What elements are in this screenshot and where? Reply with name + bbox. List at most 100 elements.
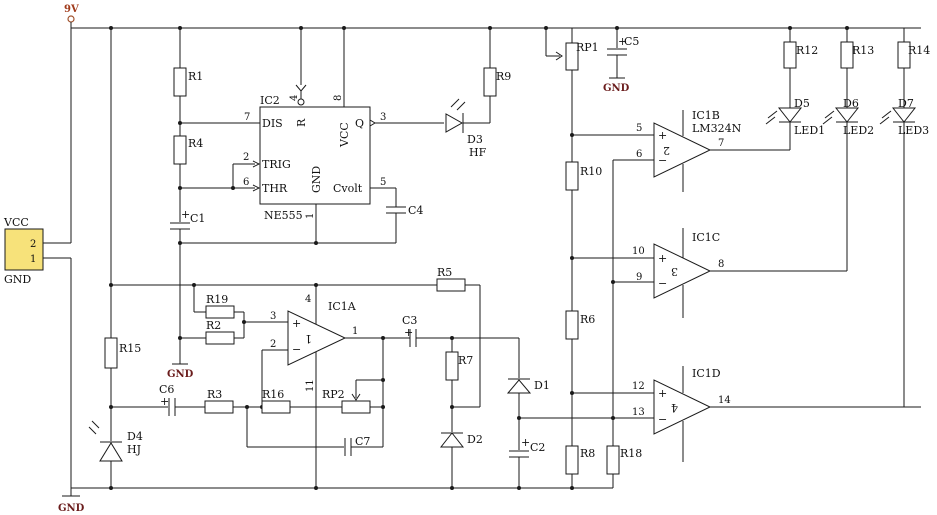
- ic1d-pin14: 14: [718, 395, 731, 406]
- ne555-pin8: 8: [333, 95, 344, 101]
- c1-label: C1: [190, 212, 205, 225]
- r10-label: R10: [580, 165, 602, 178]
- c7-label: C7: [355, 435, 370, 448]
- d6-label: D6: [843, 97, 859, 110]
- ne555-timer: IC2 DIS Q TRIG THR Cvolt NE555 R VCC GND…: [180, 28, 444, 245]
- d3-name: HF: [469, 146, 487, 159]
- gnd-label-mid: GND: [167, 369, 194, 380]
- r1-label: R1: [188, 70, 203, 83]
- op-amp-ic1b: + − 2 5 6 7 IC1B LM324N: [572, 109, 790, 192]
- ne555-q: Q: [355, 117, 364, 130]
- r6-label: R6: [580, 313, 595, 326]
- ic1a-number: 1: [305, 332, 312, 345]
- rp1-label: RP1: [576, 41, 599, 54]
- ic1c-pin9: 9: [636, 272, 642, 283]
- r18-branch: R18: [606, 160, 642, 488]
- r3-label: R3: [207, 388, 222, 401]
- ic1c-minus: −: [658, 277, 667, 290]
- ne555-body: [259, 106, 371, 205]
- d3-r9-branch: D3 HF R9: [445, 28, 511, 159]
- ic1c-pin10: 10: [632, 246, 645, 257]
- ne555-cvolt: Cvolt: [333, 182, 363, 195]
- r13-label: R13: [852, 44, 874, 57]
- ne555-pin6: 6: [243, 177, 249, 188]
- r9-label: R9: [496, 70, 511, 83]
- ic1b-pin7: 7: [718, 138, 724, 149]
- ic1d-plus: +: [658, 387, 667, 400]
- ne555-gnd: GND: [310, 166, 323, 193]
- ic1a-pin4: 4: [305, 294, 311, 305]
- vcc-value-label: 9V: [64, 4, 79, 15]
- ic1b-pin5: 5: [636, 123, 642, 134]
- r18-label: R18: [620, 447, 642, 460]
- power-connector: 2 1 VCC GND: [3, 216, 71, 286]
- gnd-label-bottom: GND: [58, 503, 85, 514]
- r10-resistor: [565, 161, 579, 191]
- c4-label: C4: [408, 204, 423, 217]
- ic1a-pin3: 3: [270, 311, 276, 322]
- r7-label: R7: [458, 354, 473, 367]
- ic1a-pin1: 1: [352, 326, 358, 337]
- connector-pin-2: 2: [30, 239, 36, 250]
- ic1b-number: 2: [663, 144, 670, 157]
- ne555-r: R: [295, 118, 308, 127]
- ne555-pin5: 5: [380, 177, 386, 188]
- ic1a-ref: IC1A: [328, 300, 357, 313]
- ic1c-number: 3: [671, 265, 678, 278]
- ic1b-ref: IC1B: [692, 109, 720, 122]
- gnd-label-c5: GND: [603, 83, 630, 94]
- r8-label: R8: [580, 447, 595, 460]
- d7-label: D7: [898, 97, 914, 110]
- ic1a-minus: −: [292, 343, 301, 356]
- led3-label: LED3: [898, 124, 929, 137]
- r18-resistor: [606, 445, 620, 475]
- ic1a-plus: +: [292, 317, 301, 330]
- ic1b-plus: +: [658, 129, 667, 142]
- ic1c-ref: IC1C: [692, 231, 720, 244]
- r4-resistor: [173, 135, 187, 165]
- rp2-pot: [341, 400, 371, 414]
- r1-r4-c1-branch: GND R1 R4 C1 +: [167, 28, 205, 380]
- ic1d-number: 4: [671, 401, 678, 414]
- r16-label: R16: [262, 388, 284, 401]
- connector-gnd-label: GND: [4, 273, 31, 286]
- d2-label: D2: [467, 433, 483, 446]
- c2-plus: +: [521, 436, 530, 449]
- ic1d-minus: −: [658, 413, 667, 426]
- r8-resistor: [565, 445, 579, 475]
- r5-resistor: [436, 278, 466, 292]
- d1-label: D1: [534, 379, 550, 392]
- ic1b-part: LM324N: [692, 122, 742, 135]
- d4-label: D4: [127, 430, 143, 443]
- ne555-pin1: 1: [305, 213, 316, 219]
- r14-label: R14: [908, 44, 930, 57]
- connector-vcc-label: VCC: [3, 216, 29, 229]
- ne555-trig: TRIG: [262, 158, 291, 171]
- c2-label: C2: [530, 441, 545, 454]
- r4-label: R4: [188, 137, 203, 150]
- ic1b-pin6: 6: [636, 149, 642, 160]
- led1-label: LED1: [794, 124, 825, 137]
- ic1b-minus: −: [658, 154, 667, 167]
- c6-label: C6: [159, 383, 174, 396]
- r2-label: R2: [206, 319, 221, 332]
- detector-section: R7 D2 D1 C2 +: [439, 338, 550, 488]
- ne555-part: NE555: [264, 209, 303, 222]
- op-amp-ic1c: + − 3 10 9 8 IC1C: [572, 228, 847, 318]
- r5-label: R5: [437, 266, 452, 279]
- ic1c-pin8: 8: [718, 259, 724, 270]
- gnd-rail: GND: [58, 258, 613, 514]
- c6-plus: +: [160, 395, 169, 408]
- c3-plus: +: [404, 326, 413, 339]
- ne555-thr: THR: [262, 182, 288, 195]
- r12-resistor: [783, 41, 797, 69]
- vcc-terminal: [67, 15, 75, 23]
- amplifier-section: R5 R19 R2 + − 1 3 2 1 4 11 IC1A: [111, 266, 519, 488]
- led-bank: R12 D5 LED1 R13 D6 LED2 R14 D7 LED3: [765, 28, 930, 407]
- ic1d-ref: IC1D: [692, 367, 721, 380]
- vcc-rail: 9V: [64, 4, 921, 243]
- r2-resistor: [205, 331, 235, 345]
- r15-resistor: [104, 337, 118, 369]
- ic1c-plus: +: [658, 252, 667, 265]
- ic1d-pin12: 12: [632, 381, 645, 392]
